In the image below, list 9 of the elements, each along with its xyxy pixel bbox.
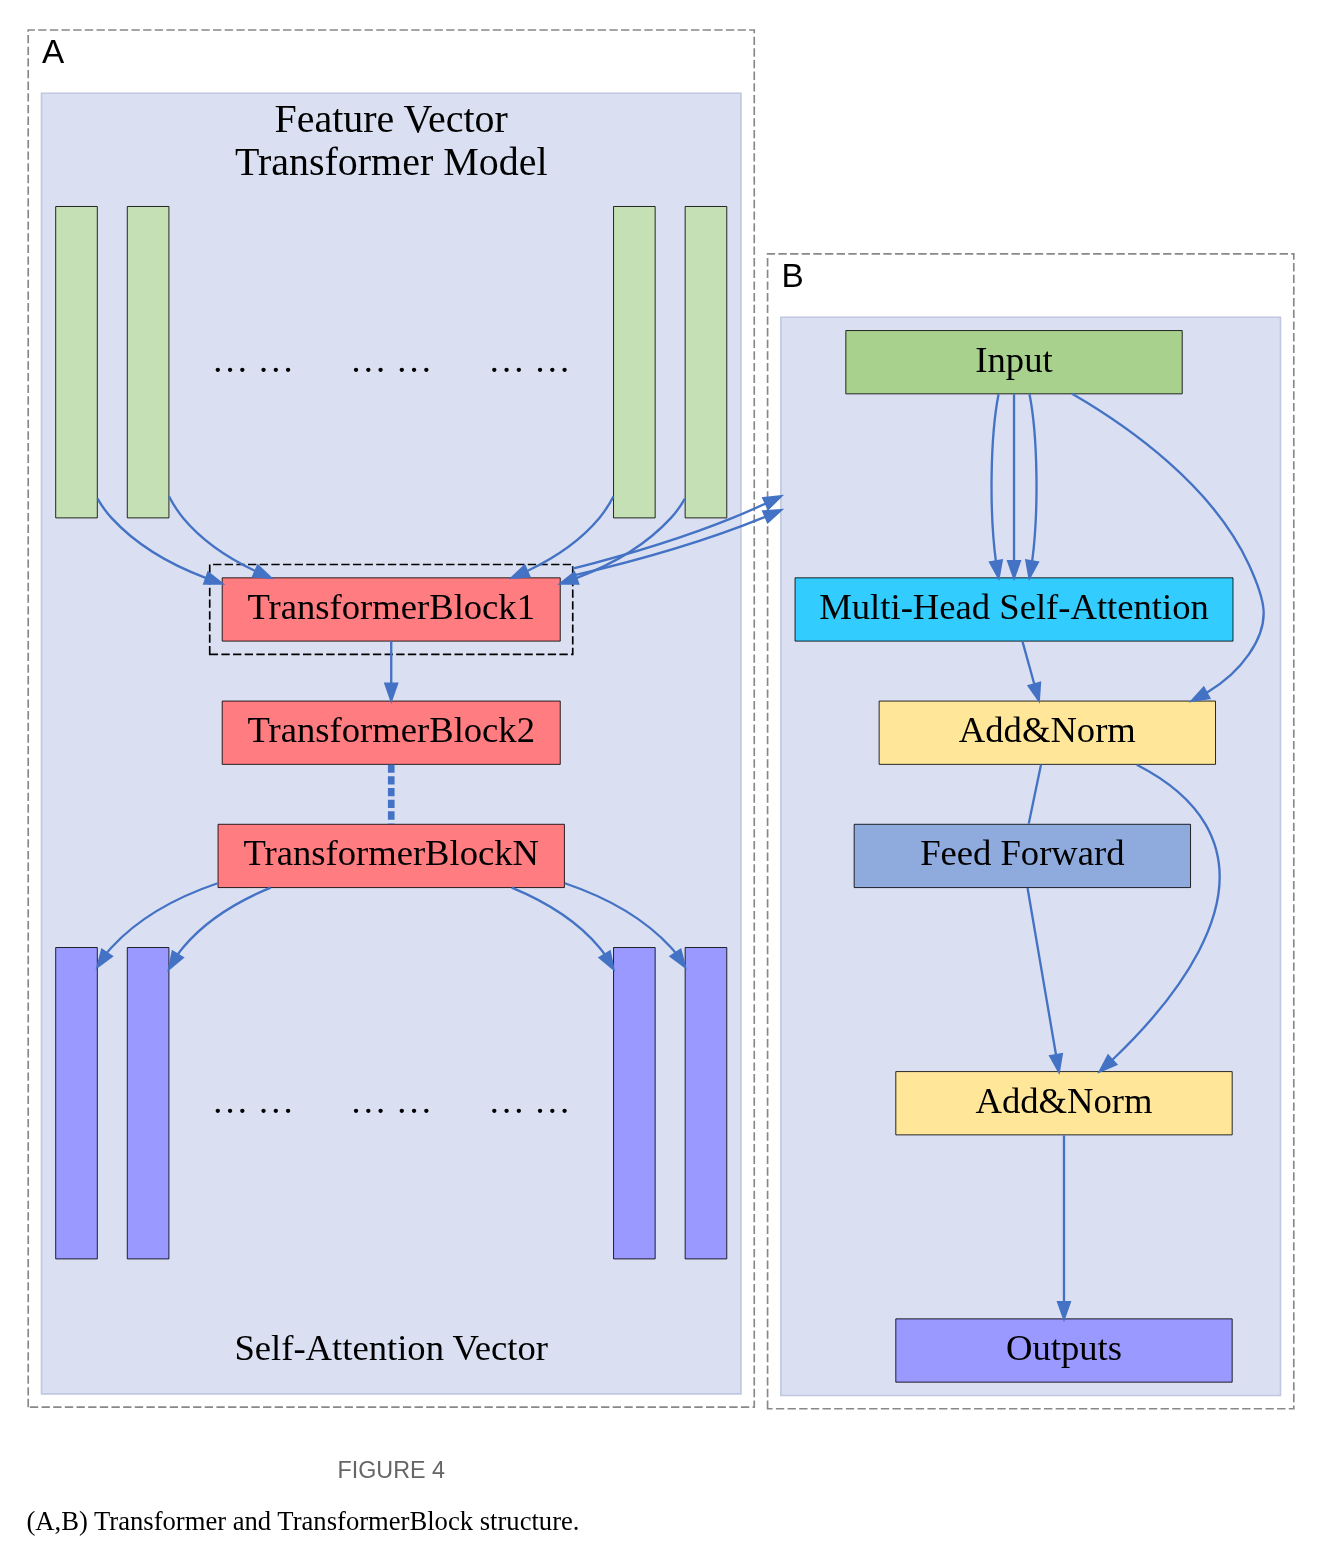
label: … … (488, 1079, 571, 1121)
caption: (A,B) Transformer and TransformerBlock structure. (26, 1505, 580, 1536)
label: … … (211, 338, 295, 380)
label: … … (488, 338, 571, 380)
label: Self-Attention Vector (234, 1326, 549, 1368)
label: … … (350, 338, 433, 380)
label: … … (350, 1079, 433, 1121)
label: FIGURE 4 (337, 1456, 445, 1483)
label: … … (211, 1079, 295, 1121)
